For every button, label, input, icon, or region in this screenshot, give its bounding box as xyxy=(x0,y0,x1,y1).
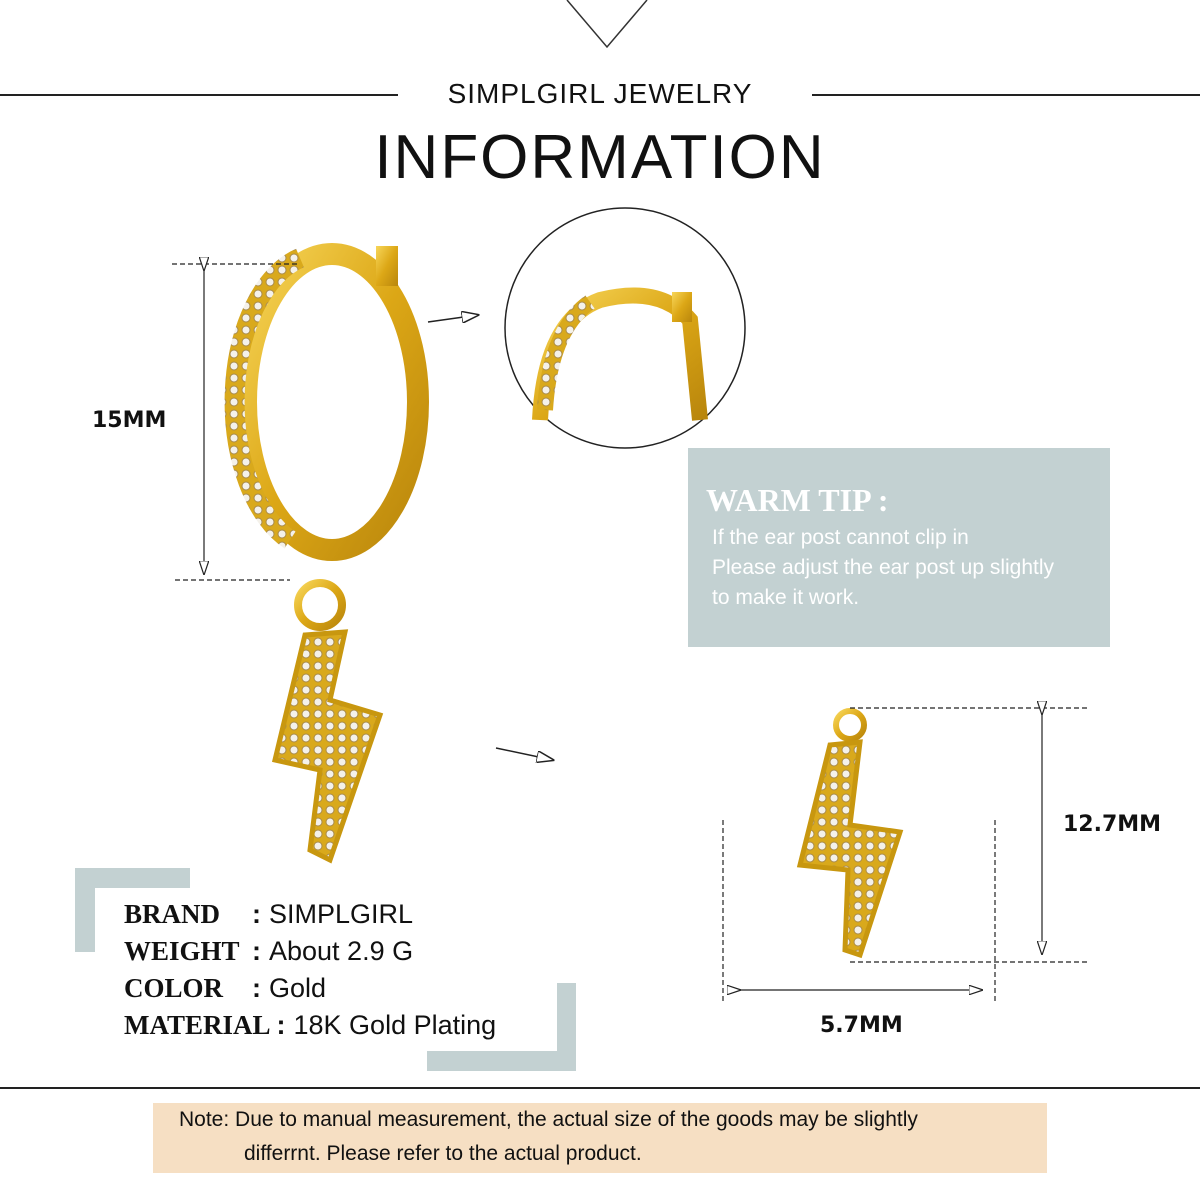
spec-row-color: COLOR : Gold xyxy=(124,970,326,1006)
spec-value: About 2.9 G xyxy=(269,936,414,966)
hoop-earring-image xyxy=(224,243,429,864)
pendant-width-label: 5.7MM xyxy=(820,1013,903,1038)
note-box: Note: Due to manual measurement, the act… xyxy=(153,1103,1047,1173)
spec-colon: : xyxy=(252,973,261,1003)
pendant-height-label: 12.7MM xyxy=(1063,812,1162,837)
top-chevron-icon xyxy=(566,0,648,49)
pendant-dimension-lines xyxy=(722,708,1090,1003)
spec-row-weight: WEIGHT : About 2.9 G xyxy=(124,933,413,969)
pendant-closeup-image xyxy=(796,708,904,959)
divider xyxy=(0,94,398,96)
arrow-icon xyxy=(495,747,553,760)
spec-value: 18K Gold Plating xyxy=(293,1010,497,1040)
spec-row-brand: BRAND : SIMPLGIRL xyxy=(124,896,413,932)
note-line: Note: Due to manual measurement, the act… xyxy=(179,1108,918,1131)
hoop-dimension-lines xyxy=(172,264,300,581)
warm-tip-line: If the ear post cannot clip in xyxy=(712,526,969,549)
decorative-bracket xyxy=(557,983,576,1071)
decorative-bracket xyxy=(427,1051,576,1071)
spec-label: MATERIAL xyxy=(124,1010,271,1040)
note-line: differrnt. Please refer to the actual pr… xyxy=(244,1142,642,1165)
brand-subtitle: SIMPLGIRL JEWELRY xyxy=(447,78,753,109)
divider xyxy=(812,94,1200,96)
warm-tip-line: Please adjust the ear post up slightly xyxy=(712,556,1055,579)
spec-colon: : xyxy=(252,936,261,966)
spec-label: WEIGHT xyxy=(124,936,240,966)
spec-row-material: MATERIAL : 18K Gold Plating xyxy=(124,1007,496,1043)
warm-tip-line: to make it work. xyxy=(712,586,860,609)
decorative-bracket xyxy=(75,868,190,888)
arrow-icon xyxy=(427,315,478,322)
spec-value: SIMPLGIRL xyxy=(269,899,414,929)
spec-colon: : xyxy=(276,1010,286,1040)
decorative-bracket xyxy=(75,868,95,952)
spec-colon: : xyxy=(252,899,261,929)
warm-tip-title: WARM TIP : xyxy=(706,482,889,518)
spec-label: BRAND xyxy=(124,899,221,929)
warm-tip-box: WARM TIP : If the ear post cannot clip i… xyxy=(688,448,1110,647)
hoop-height-label: 15MM xyxy=(92,408,167,433)
clasp-closeup-image xyxy=(504,207,746,449)
page-title: INFORMATION xyxy=(374,123,826,192)
divider xyxy=(0,1087,1200,1089)
spec-value: Gold xyxy=(269,973,327,1003)
spec-label: COLOR xyxy=(124,973,224,1003)
